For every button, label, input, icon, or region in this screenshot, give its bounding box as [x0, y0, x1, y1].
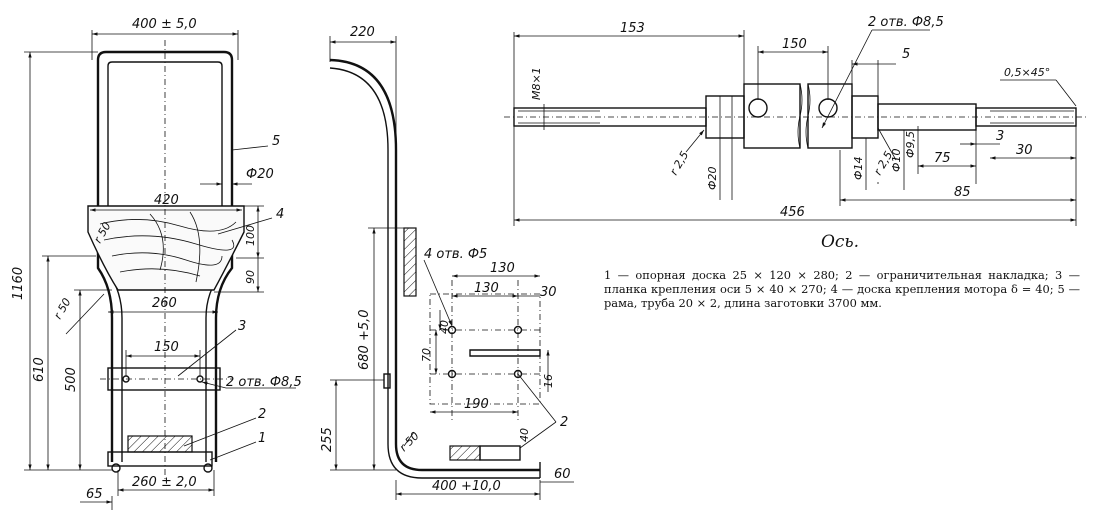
- dim-radius-lower: r 50: [51, 296, 73, 322]
- callout-4: 4: [276, 207, 284, 222]
- side-pad-section: [449, 445, 481, 461]
- axle-dia-9-5: Ф9,5: [904, 131, 917, 158]
- dim-board-width: 420: [154, 193, 179, 208]
- dim-len-153: 153: [620, 21, 645, 36]
- wood-grain: [99, 211, 237, 283]
- callout-1: 1: [258, 431, 266, 446]
- dim-16: 16: [542, 374, 555, 388]
- dim-height-total: 1160: [11, 267, 26, 300]
- callout-5: 5: [272, 134, 280, 149]
- dim-height-610: 610: [32, 357, 47, 382]
- parts-legend-text: 1 — опорная доска 25 × 120 × 280; 2 — ог…: [604, 268, 1080, 310]
- dim-width-top: 400 ± 5,0: [132, 17, 197, 32]
- axle-caption: Ось.: [820, 232, 860, 252]
- limit-pad: [127, 435, 193, 453]
- foot-right: [203, 463, 213, 473]
- dim-base-length: 400 +10,0: [432, 479, 501, 494]
- side-support-board: [479, 445, 521, 461]
- dim-70: 70: [420, 348, 433, 362]
- axle-block-left: [743, 83, 801, 149]
- dim-40: 40: [438, 320, 451, 334]
- axle-radius-left: r 2,5: [667, 149, 691, 178]
- side-callout-2: 2: [560, 415, 568, 430]
- axle-block-right: [807, 83, 853, 149]
- dim-side-radius: r 50: [397, 429, 422, 454]
- foot-left: [111, 463, 121, 473]
- front-holes-note: 2 отв. Ф8,5: [226, 375, 302, 390]
- dim-85: 85: [954, 185, 971, 200]
- dim-190: 190: [464, 397, 489, 412]
- dim-tube-dia: Ф20: [246, 167, 274, 182]
- axle-chamfer: 0,5×45°: [1004, 66, 1050, 79]
- dim-3: 3: [996, 129, 1004, 144]
- axle-hole-left: [748, 98, 768, 118]
- dim-75: 75: [934, 151, 951, 166]
- hole-pattern: [429, 280, 541, 420]
- callout-2: 2: [258, 407, 266, 422]
- dim-board-90: 90: [244, 270, 257, 284]
- axle-holes-note: 2 отв. Ф8,5: [868, 15, 944, 30]
- callout-3: 3: [238, 319, 246, 334]
- dim-height-500: 500: [64, 367, 79, 392]
- side-view: 220 680 +5,0 255 r 50 400 +10,0 60: [320, 25, 574, 500]
- dim-height-255: 255: [320, 427, 335, 452]
- frame-tube: [96, 50, 234, 462]
- dim-30: 30: [540, 285, 557, 300]
- dim-40-b: 40: [518, 428, 531, 442]
- dim-5: 5: [902, 47, 910, 62]
- dim-130-b: 130: [474, 281, 499, 296]
- dim-board-100: 100: [244, 225, 257, 246]
- dim-130-a: 130: [490, 261, 515, 276]
- side-frame-tube-inner: [329, 67, 540, 479]
- front-view: 400 ± 5,0 1160 610 500 420 100 90 r 50 r…: [11, 17, 302, 510]
- side-board-section: [403, 227, 417, 297]
- dim-offset-65: 65: [86, 487, 103, 502]
- side-plate-section: [383, 373, 391, 389]
- dim-30-axle: 30: [1016, 143, 1033, 158]
- dim-hole-spacing: 150: [154, 340, 179, 355]
- axle-thread: М8×1: [530, 67, 543, 100]
- motor-mount-board: [87, 205, 245, 291]
- side-holes-note: 4 отв. Ф5: [424, 247, 487, 262]
- axle-dia-20: Ф20: [706, 167, 719, 190]
- axle-view: 153 150 2 отв. Ф8,5 5 0,5×45° М8×1 r 2,5…: [504, 15, 1086, 226]
- dim-len-150: 150: [782, 37, 807, 52]
- axle-hole-right: [818, 98, 838, 118]
- parts-legend: 1 — опорная доска 25 × 120 × 280; 2 — ог…: [604, 268, 1080, 310]
- dim-bottom-width: 260 ± 2,0: [132, 475, 197, 490]
- dim-height-680: 680 +5,0: [357, 309, 372, 370]
- axle-dia-14: Ф14: [852, 157, 865, 180]
- dim-end-60: 60: [554, 467, 571, 482]
- dim-total-456: 456: [780, 205, 805, 220]
- support-board: [107, 451, 213, 467]
- dim-width-260: 260: [152, 296, 177, 311]
- dim-top-offset: 220: [350, 25, 375, 40]
